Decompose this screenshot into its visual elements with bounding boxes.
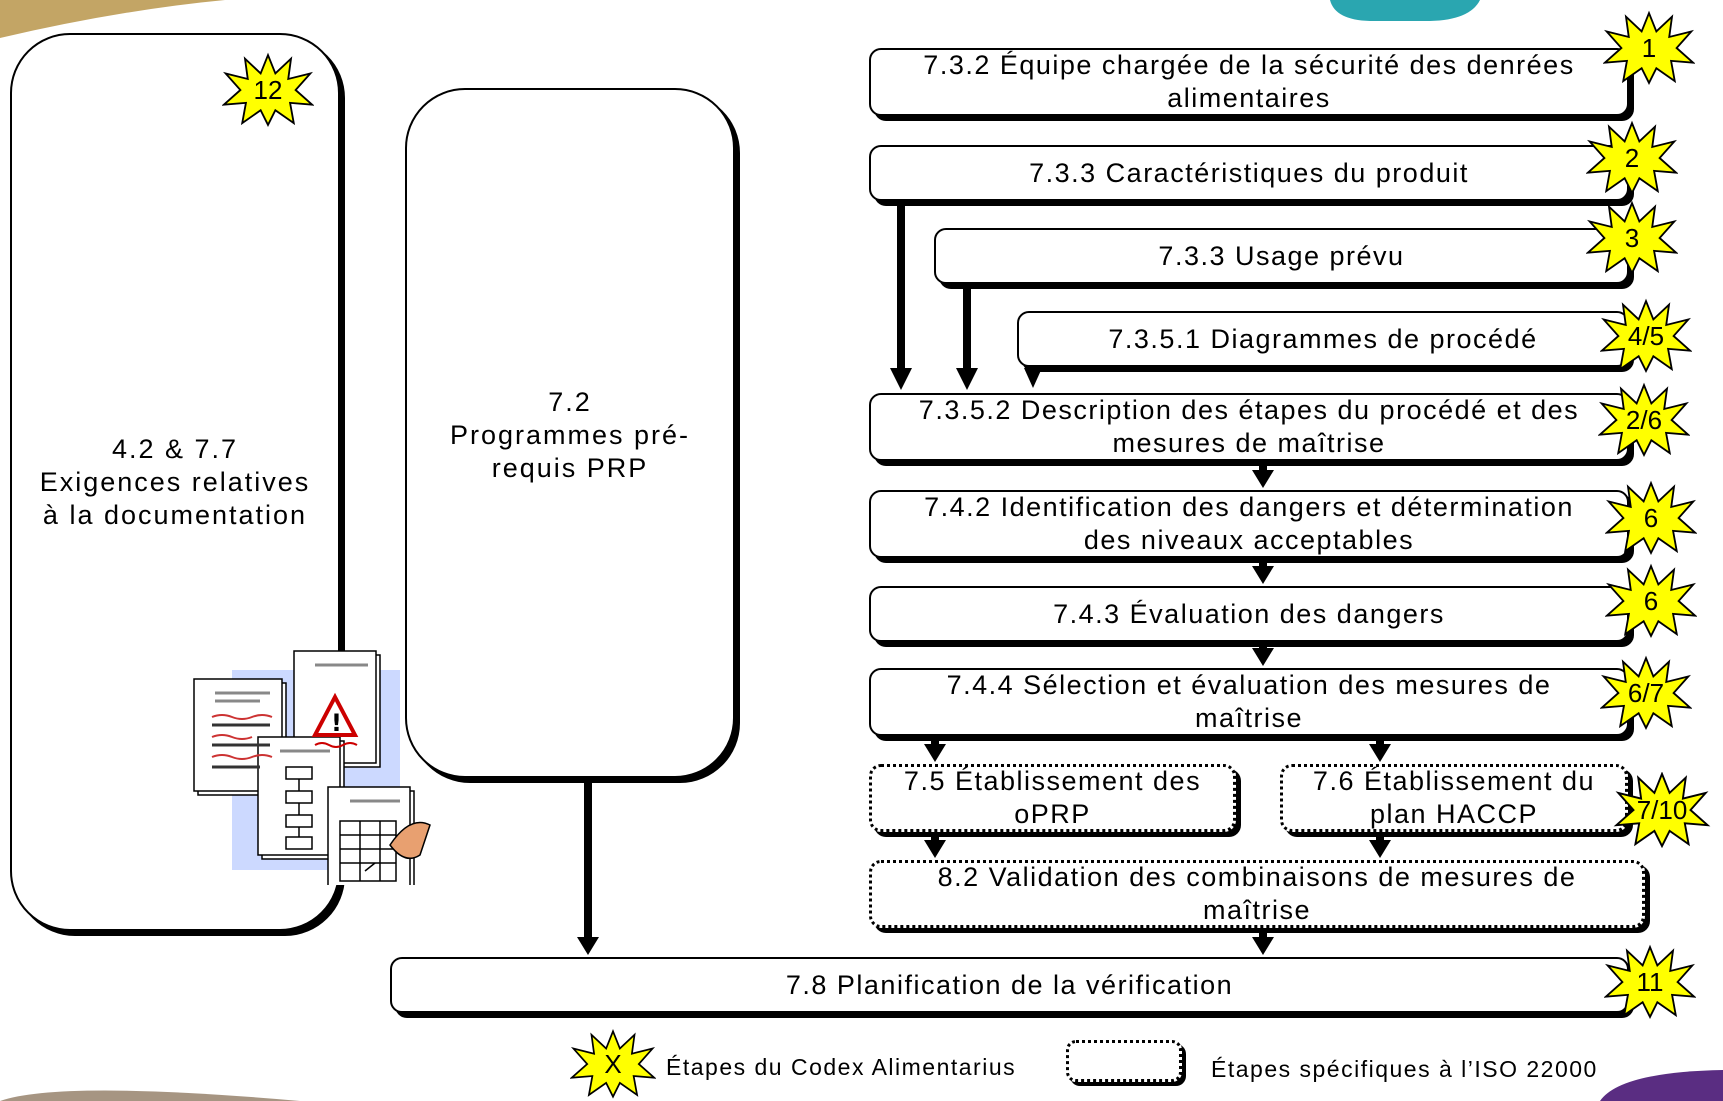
badge-step-3-label: 3 — [1624, 222, 1640, 253]
step-7-3-5-2-description: 7.3.5.2 Description des étapes du procéd… — [869, 393, 1629, 461]
badge-step-2: 2 — [1586, 120, 1678, 196]
documentation-line-1: 4.2 & 7.7 — [111, 434, 239, 464]
prp-line-1: 7.2 — [548, 387, 592, 417]
step-7-4-2-identification: 7.4.2 Identification des dangers et déte… — [869, 490, 1629, 558]
documentation-label: 4.2 & 7.7 Exigences relatives à la docum… — [12, 433, 338, 532]
step-7-6-haccp: 7.6 Établissement du plan HACCP — [1280, 764, 1628, 832]
documentation-line-3: à la documentation — [42, 500, 308, 530]
prp-line-3: requis PRP — [491, 453, 649, 483]
badge-documentation-label: 12 — [253, 74, 283, 105]
badge-step-6-identification: 6 — [1605, 480, 1697, 556]
svg-text:!: ! — [331, 709, 342, 737]
step-8-2-text: 8.2 Validation des combinaisons de mesur… — [937, 862, 1577, 925]
badge-step-1-label: 1 — [1641, 32, 1657, 63]
documentation-line-2: Exigences relatives — [39, 467, 311, 497]
badge-step-7-10: 7/10 — [1610, 772, 1714, 848]
badge-step-6-7-label: 6/7 — [1627, 677, 1665, 708]
step-7-4-3-evaluation: 7.4.3 Évaluation des dangers — [869, 586, 1629, 642]
step-7-5-oprp: 7.5 Établissement des oPRP — [869, 764, 1236, 832]
step-7-8-text: 7.8 Planification de la vérification — [785, 969, 1234, 1000]
legend-iso-label: Étapes spécifiques à l’ISO 22000 — [1211, 1056, 1598, 1082]
badge-step-2-label: 2 — [1624, 142, 1640, 173]
badge-documentation-12: 12 — [222, 52, 314, 128]
badge-step-6-evaluation: 6 — [1605, 563, 1697, 639]
step-7-3-5-1-text: 7.3.5.1 Diagrammes de procédé — [1108, 323, 1538, 354]
badge-step-7-10-label: 7/10 — [1636, 794, 1688, 825]
prp-line-2: Programmes pré- — [449, 420, 691, 450]
prp-block — [405, 88, 735, 778]
legend-codex-label: Étapes du Codex Alimentarius — [666, 1054, 1017, 1080]
step-7-3-5-2-text: 7.3.5.2 Description des étapes du procéd… — [918, 395, 1580, 458]
badge-step-2-6-label: 2/6 — [1625, 404, 1663, 435]
badge-step-1: 1 — [1603, 10, 1695, 86]
step-7-3-3-use: 7.3.3 Usage prévu — [934, 228, 1629, 284]
step-7-4-4-selection: 7.4.4 Sélection et évaluation des mesure… — [869, 668, 1629, 736]
step-7-3-3-product-text: 7.3.3 Caractéristiques du produit — [1029, 157, 1469, 188]
legend-star-symbol: X — [604, 1048, 622, 1079]
corner-purple-swoosh — [1600, 1070, 1723, 1101]
step-7-5-text: 7.5 Établissement des oPRP — [903, 766, 1202, 829]
step-7-4-4-text: 7.4.4 Sélection et évaluation des mesure… — [946, 670, 1552, 733]
step-7-4-3-text: 7.4.3 Évaluation des dangers — [1053, 598, 1445, 629]
step-7-8-verification: 7.8 Planification de la vérification — [390, 957, 1629, 1013]
step-8-2-validation: 8.2 Validation des combinaisons de mesur… — [869, 860, 1645, 928]
step-7-3-5-1-diagram: 7.3.5.1 Diagrammes de procédé — [1017, 311, 1629, 367]
badge-step-6-7: 6/7 — [1600, 655, 1692, 731]
step-7-4-2-text: 7.4.2 Identification des dangers et déte… — [924, 492, 1574, 555]
corner-gold-swoosh — [0, 0, 225, 38]
step-7-3-3-use-text: 7.3.3 Usage prévu — [1158, 240, 1405, 271]
legend-dotted-box — [1066, 1040, 1182, 1082]
corner-teal-shape — [1330, 0, 1480, 21]
step-7-6-text: 7.6 Établissement du plan HACCP — [1312, 766, 1596, 829]
step-7-3-3-product: 7.3.3 Caractéristiques du produit — [869, 145, 1629, 201]
badge-step-3: 3 — [1586, 200, 1678, 276]
legend-star-icon: X — [570, 1028, 656, 1100]
badge-step-2-6: 2/6 — [1598, 382, 1690, 458]
badge-step-4-5: 4/5 — [1600, 298, 1692, 374]
badge-step-11: 11 — [1604, 944, 1696, 1020]
badge-step-4-5-label: 4/5 — [1627, 320, 1665, 351]
badge-step-6b-label: 6 — [1643, 585, 1659, 616]
badge-step-6a-label: 6 — [1643, 502, 1659, 533]
badge-step-11-label: 11 — [1636, 966, 1664, 997]
step-7-3-2-team: 7.3.2 Équipe chargée de la sécurité des … — [869, 48, 1629, 116]
step-7-3-2-text: 7.3.2 Équipe chargée de la sécurité des … — [923, 50, 1575, 113]
corner-bottom-left-shade — [0, 1090, 300, 1101]
prp-label: 7.2 Programmes pré- requis PRP — [405, 386, 735, 485]
